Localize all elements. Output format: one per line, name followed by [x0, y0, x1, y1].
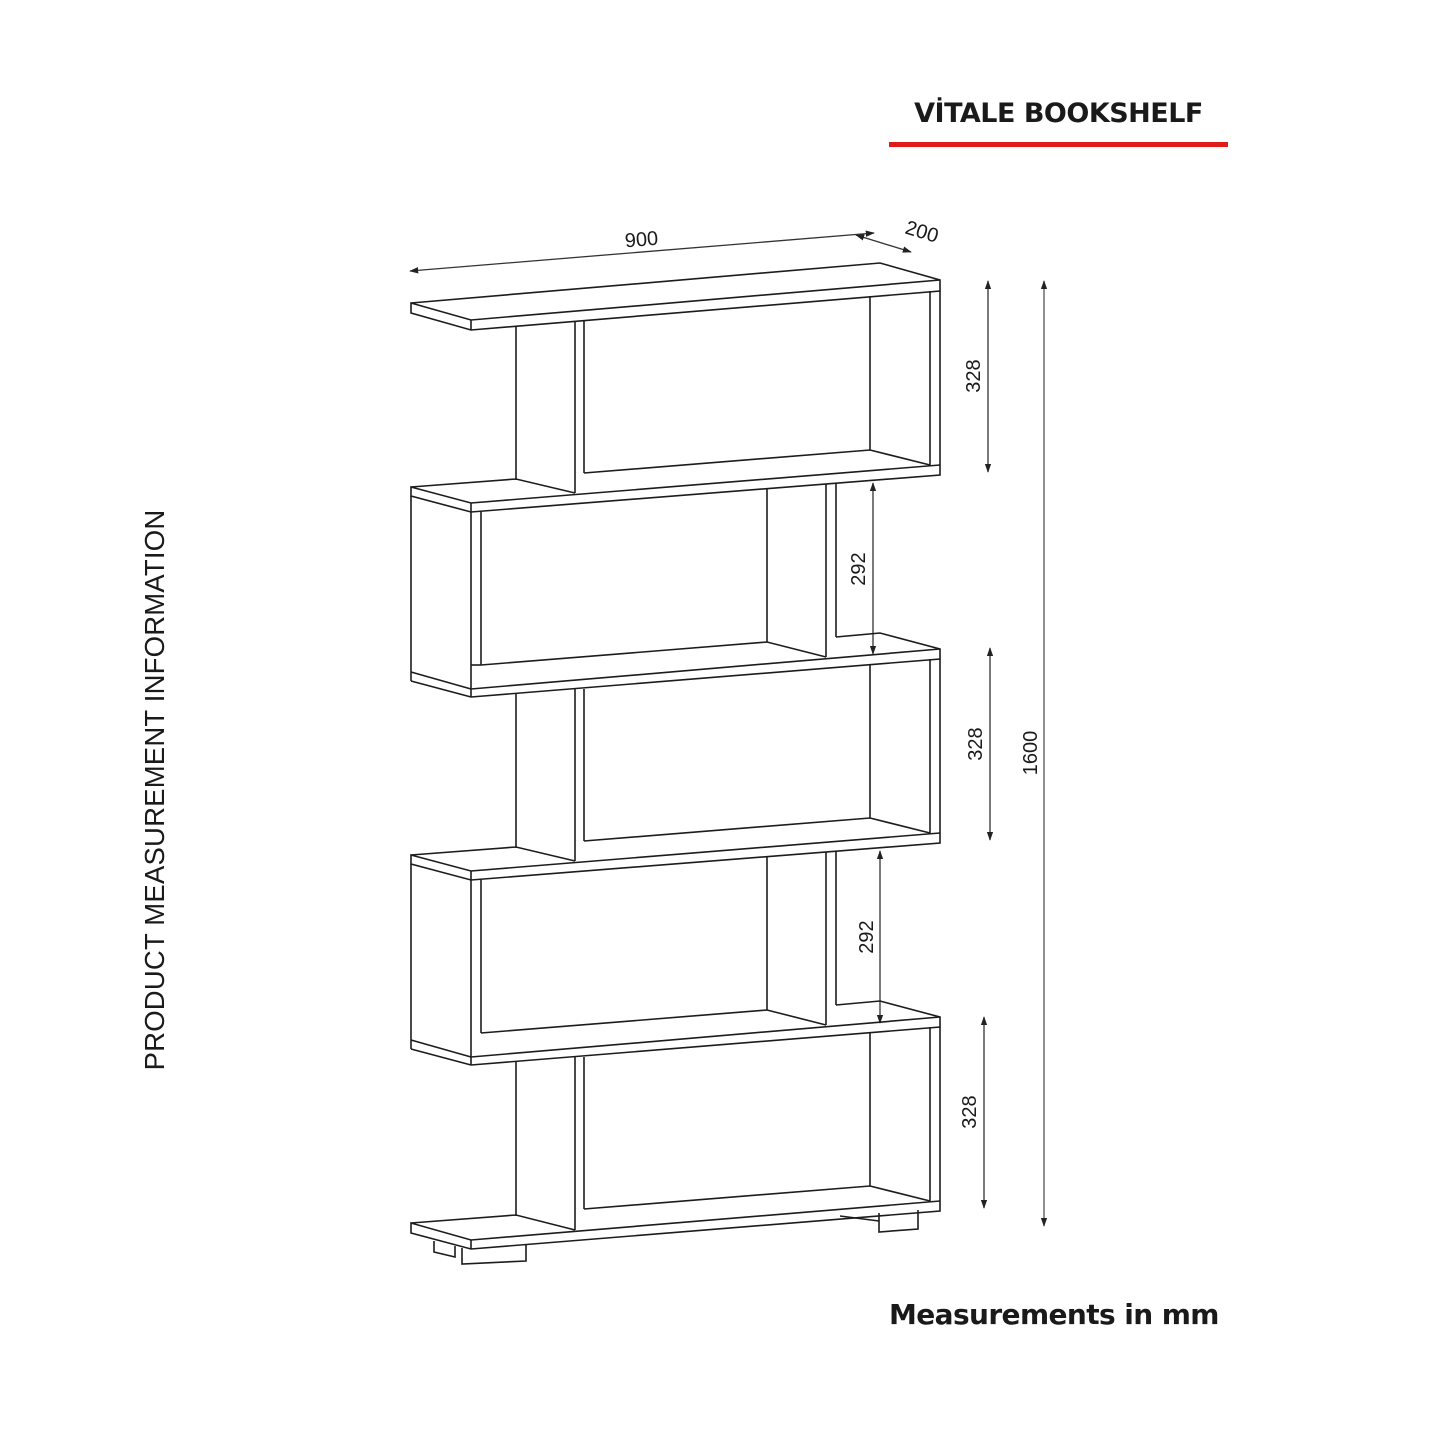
- tier-5: [410, 1000, 941, 1265]
- tier-5-dimension: 328: [959, 1016, 988, 1209]
- tier-2: 292: [410, 464, 941, 698]
- total-height-dimension: 1600: [1020, 280, 1048, 1227]
- tier-3-dimension: 328: [965, 647, 994, 841]
- width-value: 900: [624, 228, 659, 253]
- tier-2-height-value: 292: [848, 552, 870, 585]
- tier-5-height-value: 328: [959, 1095, 981, 1128]
- total-height-value: 1600: [1020, 731, 1042, 776]
- product-title: VİTALE BOOKSHELF: [914, 98, 1203, 129]
- width-dimension: 900: [409, 228, 875, 274]
- units-note: Measurements in mm: [889, 1298, 1219, 1331]
- tier-1-height-value: 328: [963, 359, 985, 392]
- tier-3: [470, 632, 941, 861]
- title-underline: [889, 142, 1228, 147]
- tier-3-height-value: 328: [965, 727, 987, 760]
- depth-value: 200: [903, 217, 941, 248]
- tier-1: [410, 262, 941, 493]
- tier-1-dimension: 328: [963, 280, 992, 473]
- tier-4-height-value: 292: [856, 920, 878, 953]
- depth-dimension: 200: [855, 217, 941, 253]
- tier-4: 292: [410, 832, 941, 1066]
